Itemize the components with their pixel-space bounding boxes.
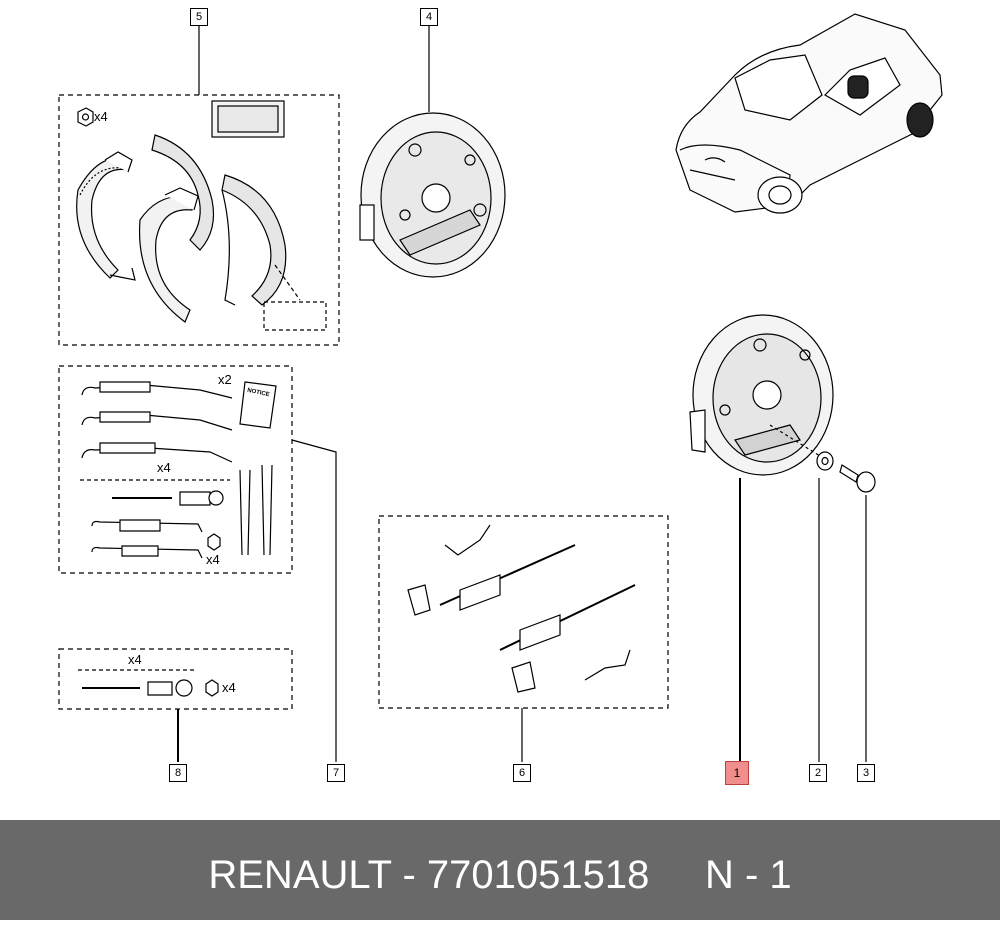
washer <box>769 424 834 762</box>
kit7-cup-quantity: x4 <box>206 552 220 567</box>
callout-4: 4 <box>420 8 438 26</box>
vehicle-illustration <box>675 13 943 214</box>
kit8-nut-quantity: x4 <box>222 680 236 695</box>
callout-5: 5 <box>190 8 208 26</box>
brake-shoe-right <box>221 174 327 331</box>
spring-kit-box <box>58 365 337 762</box>
kit5-nut-quantity: x4 <box>94 109 108 124</box>
kit8-pin-quantity: x4 <box>128 652 142 667</box>
brake-shoe-center-left <box>138 134 215 323</box>
part-number-footer: RENAULT - 7701051518 N - 1 <box>0 820 1000 920</box>
kit7-spring-quantity: x2 <box>218 372 232 387</box>
adjuster-kit-box <box>378 515 669 762</box>
diagram-drawing <box>58 13 943 762</box>
exploded-parts-diagram: 5 4 8 7 6 1 2 3 x4 x2 x4 x4 x4 x4 NOTICE <box>58 8 943 785</box>
pin-kit-box <box>58 648 293 762</box>
callout-3: 3 <box>857 764 875 782</box>
brake-shoe-left <box>76 151 136 281</box>
part-number-text: RENAULT - 7701051518 N - 1 <box>208 853 792 897</box>
backing-plate-assembly <box>359 26 506 278</box>
kit7-pin-quantity: x4 <box>157 460 171 475</box>
brake-backing-plate <box>689 314 834 762</box>
bolt <box>839 464 876 762</box>
callout-1-highlighted[interactable]: 1 <box>725 761 749 785</box>
callout-6: 6 <box>513 764 531 782</box>
kit5-nut-icon <box>77 107 94 127</box>
callout-2: 2 <box>809 764 827 782</box>
grease-sachet-icon <box>211 100 285 138</box>
callout-8: 8 <box>169 764 187 782</box>
brake-shoe-kit-box <box>58 26 340 346</box>
callout-7: 7 <box>327 764 345 782</box>
